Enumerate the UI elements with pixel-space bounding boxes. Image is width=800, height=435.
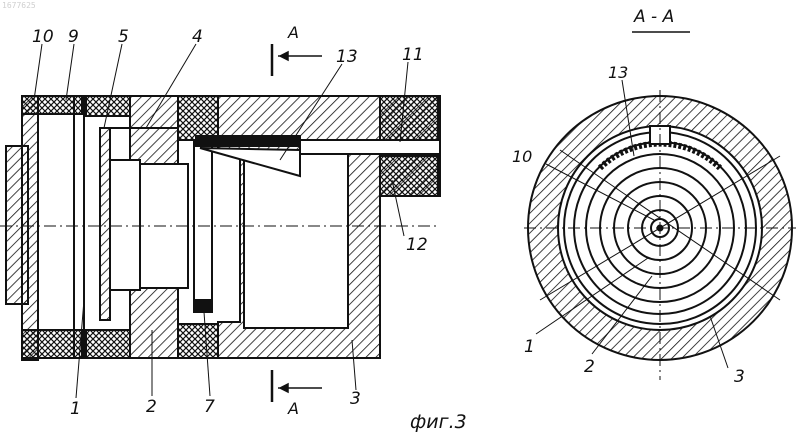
label-12: 12: [406, 235, 428, 255]
longitudinal-section-view: [0, 44, 440, 402]
section-arrow-bottom: [278, 384, 322, 392]
end-cap-10: [22, 96, 38, 360]
insulator-bottom-3: [178, 324, 218, 358]
section-label-10: 10: [512, 147, 532, 166]
disk-5: [100, 128, 110, 320]
label-10: 10: [32, 27, 54, 47]
watermark-text: 1677625: [2, 1, 36, 10]
figure-caption: фиг.3: [410, 411, 467, 433]
cross-section-view: [524, 32, 796, 380]
element-13-strip: [196, 136, 300, 146]
channel-11: [300, 140, 440, 154]
section-marker-bottom: A: [287, 399, 299, 418]
label-5: 5: [118, 27, 129, 47]
label-4: 4: [192, 27, 203, 47]
section-label-13: 13: [608, 63, 628, 82]
label-1: 1: [70, 399, 81, 419]
insulator-11: [380, 96, 438, 140]
insulator-top-3: [178, 96, 218, 140]
body-2-cavity: [110, 160, 140, 290]
plate-7: [194, 140, 212, 310]
section-arrow-top: [278, 52, 322, 60]
plate-7-contact: [194, 300, 212, 312]
section-marker-top: A: [287, 23, 299, 42]
label-11: 11: [402, 45, 424, 65]
section-label-2: 2: [584, 357, 595, 377]
label-2: 2: [146, 397, 157, 417]
label-9: 9: [68, 27, 79, 47]
section-title: A - A: [633, 7, 674, 27]
insulator-12: [380, 156, 438, 196]
label-3: 3: [350, 389, 361, 409]
label-7: 7: [204, 397, 215, 417]
insulator-bottom-2: [86, 330, 130, 358]
section-label-1: 1: [524, 337, 535, 357]
section-label-3: 3: [734, 367, 745, 387]
housing-cavity: [244, 150, 348, 328]
insulator-top-2: [86, 96, 130, 116]
label-13: 13: [336, 47, 358, 67]
